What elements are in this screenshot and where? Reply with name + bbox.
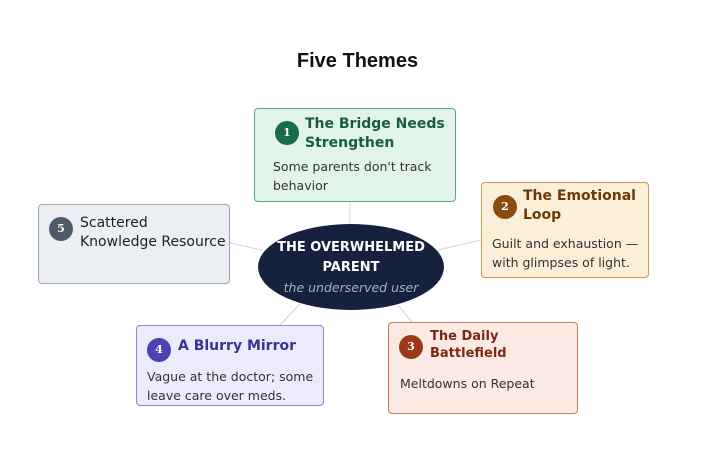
theme-card-5: 5 Scattered Knowledge Resource bbox=[38, 204, 230, 284]
hub-title: THE OVERWHELMED PARENT bbox=[277, 240, 425, 275]
connector-line-3 bbox=[397, 304, 413, 323]
center-hub: THE OVERWHELMED PARENT the underserved u… bbox=[258, 224, 444, 310]
connector-line-2 bbox=[437, 239, 482, 251]
theme-description: Guilt and exhaustion — with glimpses of … bbox=[492, 236, 639, 270]
theme-description: Meltdowns on Repeat bbox=[400, 376, 535, 391]
theme-card-4: 4 A Blurry Mirror Vague at the doctor; s… bbox=[136, 325, 324, 406]
connector-line-4 bbox=[279, 303, 301, 326]
connector-line-5 bbox=[229, 242, 263, 251]
theme-description: Some parents don't track behavior bbox=[273, 159, 432, 193]
theme-card-3: 3 The Daily Battlefield Meltdowns on Rep… bbox=[388, 322, 578, 414]
theme-title: The Emotional Loop bbox=[523, 188, 636, 223]
theme-number-badge: 1 bbox=[275, 121, 299, 145]
theme-title: Scattered Knowledge Resource bbox=[80, 215, 226, 250]
theme-number-badge: 5 bbox=[49, 217, 73, 241]
theme-number-badge: 2 bbox=[493, 195, 517, 219]
theme-number-badge: 3 bbox=[399, 335, 423, 359]
theme-title: The Daily Battlefield bbox=[430, 329, 507, 361]
hub-subtitle: the underserved user bbox=[283, 280, 419, 295]
theme-description: Vague at the doctor; some leave care ove… bbox=[147, 369, 314, 403]
page-title: Five Themes bbox=[296, 50, 419, 72]
theme-title: A Blurry Mirror bbox=[178, 338, 297, 354]
theme-title: The Bridge Needs Strengthen bbox=[305, 116, 445, 151]
theme-card-1: 1 The Bridge Needs Strengthen Some paren… bbox=[254, 108, 456, 202]
theme-card-2: 2 The Emotional Loop Guilt and exhaustio… bbox=[481, 182, 649, 278]
theme-number-badge: 4 bbox=[147, 338, 171, 362]
